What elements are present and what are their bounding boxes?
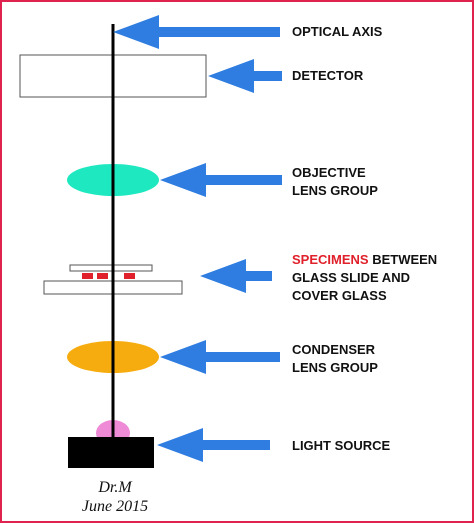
arrow-objective — [160, 163, 282, 197]
label-detector-text: DETECTOR — [292, 68, 364, 83]
label-condenser-line1: CONDENSER — [292, 342, 376, 357]
label-specimens-line1-rest: BETWEEN — [368, 252, 438, 267]
label-light-source: LIGHT SOURCE — [292, 437, 390, 455]
label-detector: DETECTOR — [292, 67, 363, 85]
label-specimens-line2: GLASS SLIDE AND — [292, 270, 410, 285]
specimen — [97, 273, 108, 279]
arrow-condenser — [160, 340, 280, 374]
label-optical-axis: OPTICAL AXIS — [292, 23, 382, 41]
label-specimens-highlight: SPECIMENS — [292, 252, 369, 267]
label-specimens-line1: SPECIMENS BETWEEN — [292, 251, 437, 269]
label-light-source-text: LIGHT SOURCE — [292, 438, 391, 453]
arrow-light-source — [157, 428, 270, 462]
label-objective-line2: LENS GROUP — [292, 183, 378, 198]
arrow-specimens — [200, 259, 272, 293]
author-signature: Dr.M June 2015 — [60, 478, 170, 516]
label-specimens: SPECIMENS BETWEEN GLASS SLIDE AND COVER … — [292, 251, 437, 305]
specimen — [124, 273, 135, 279]
arrow-detector — [208, 59, 282, 93]
arrow-optical-axis — [113, 15, 280, 49]
label-objective-lens-group: OBJECTIVE LENS GROUP — [292, 164, 378, 200]
specimen — [82, 273, 93, 279]
label-condenser-lens-group: CONDENSER LENS GROUP — [292, 341, 378, 377]
label-objective-line1: OBJECTIVE — [292, 165, 366, 180]
signature-name: Dr.M — [98, 479, 132, 496]
light-source-base — [68, 437, 154, 468]
cover-glass — [69, 264, 153, 272]
signature-date: June 2015 — [81, 498, 149, 515]
label-condenser-line2: LENS GROUP — [292, 360, 378, 375]
label-optical-axis-text: OPTICAL AXIS — [292, 24, 383, 39]
label-specimens-line3: COVER GLASS — [292, 288, 387, 303]
